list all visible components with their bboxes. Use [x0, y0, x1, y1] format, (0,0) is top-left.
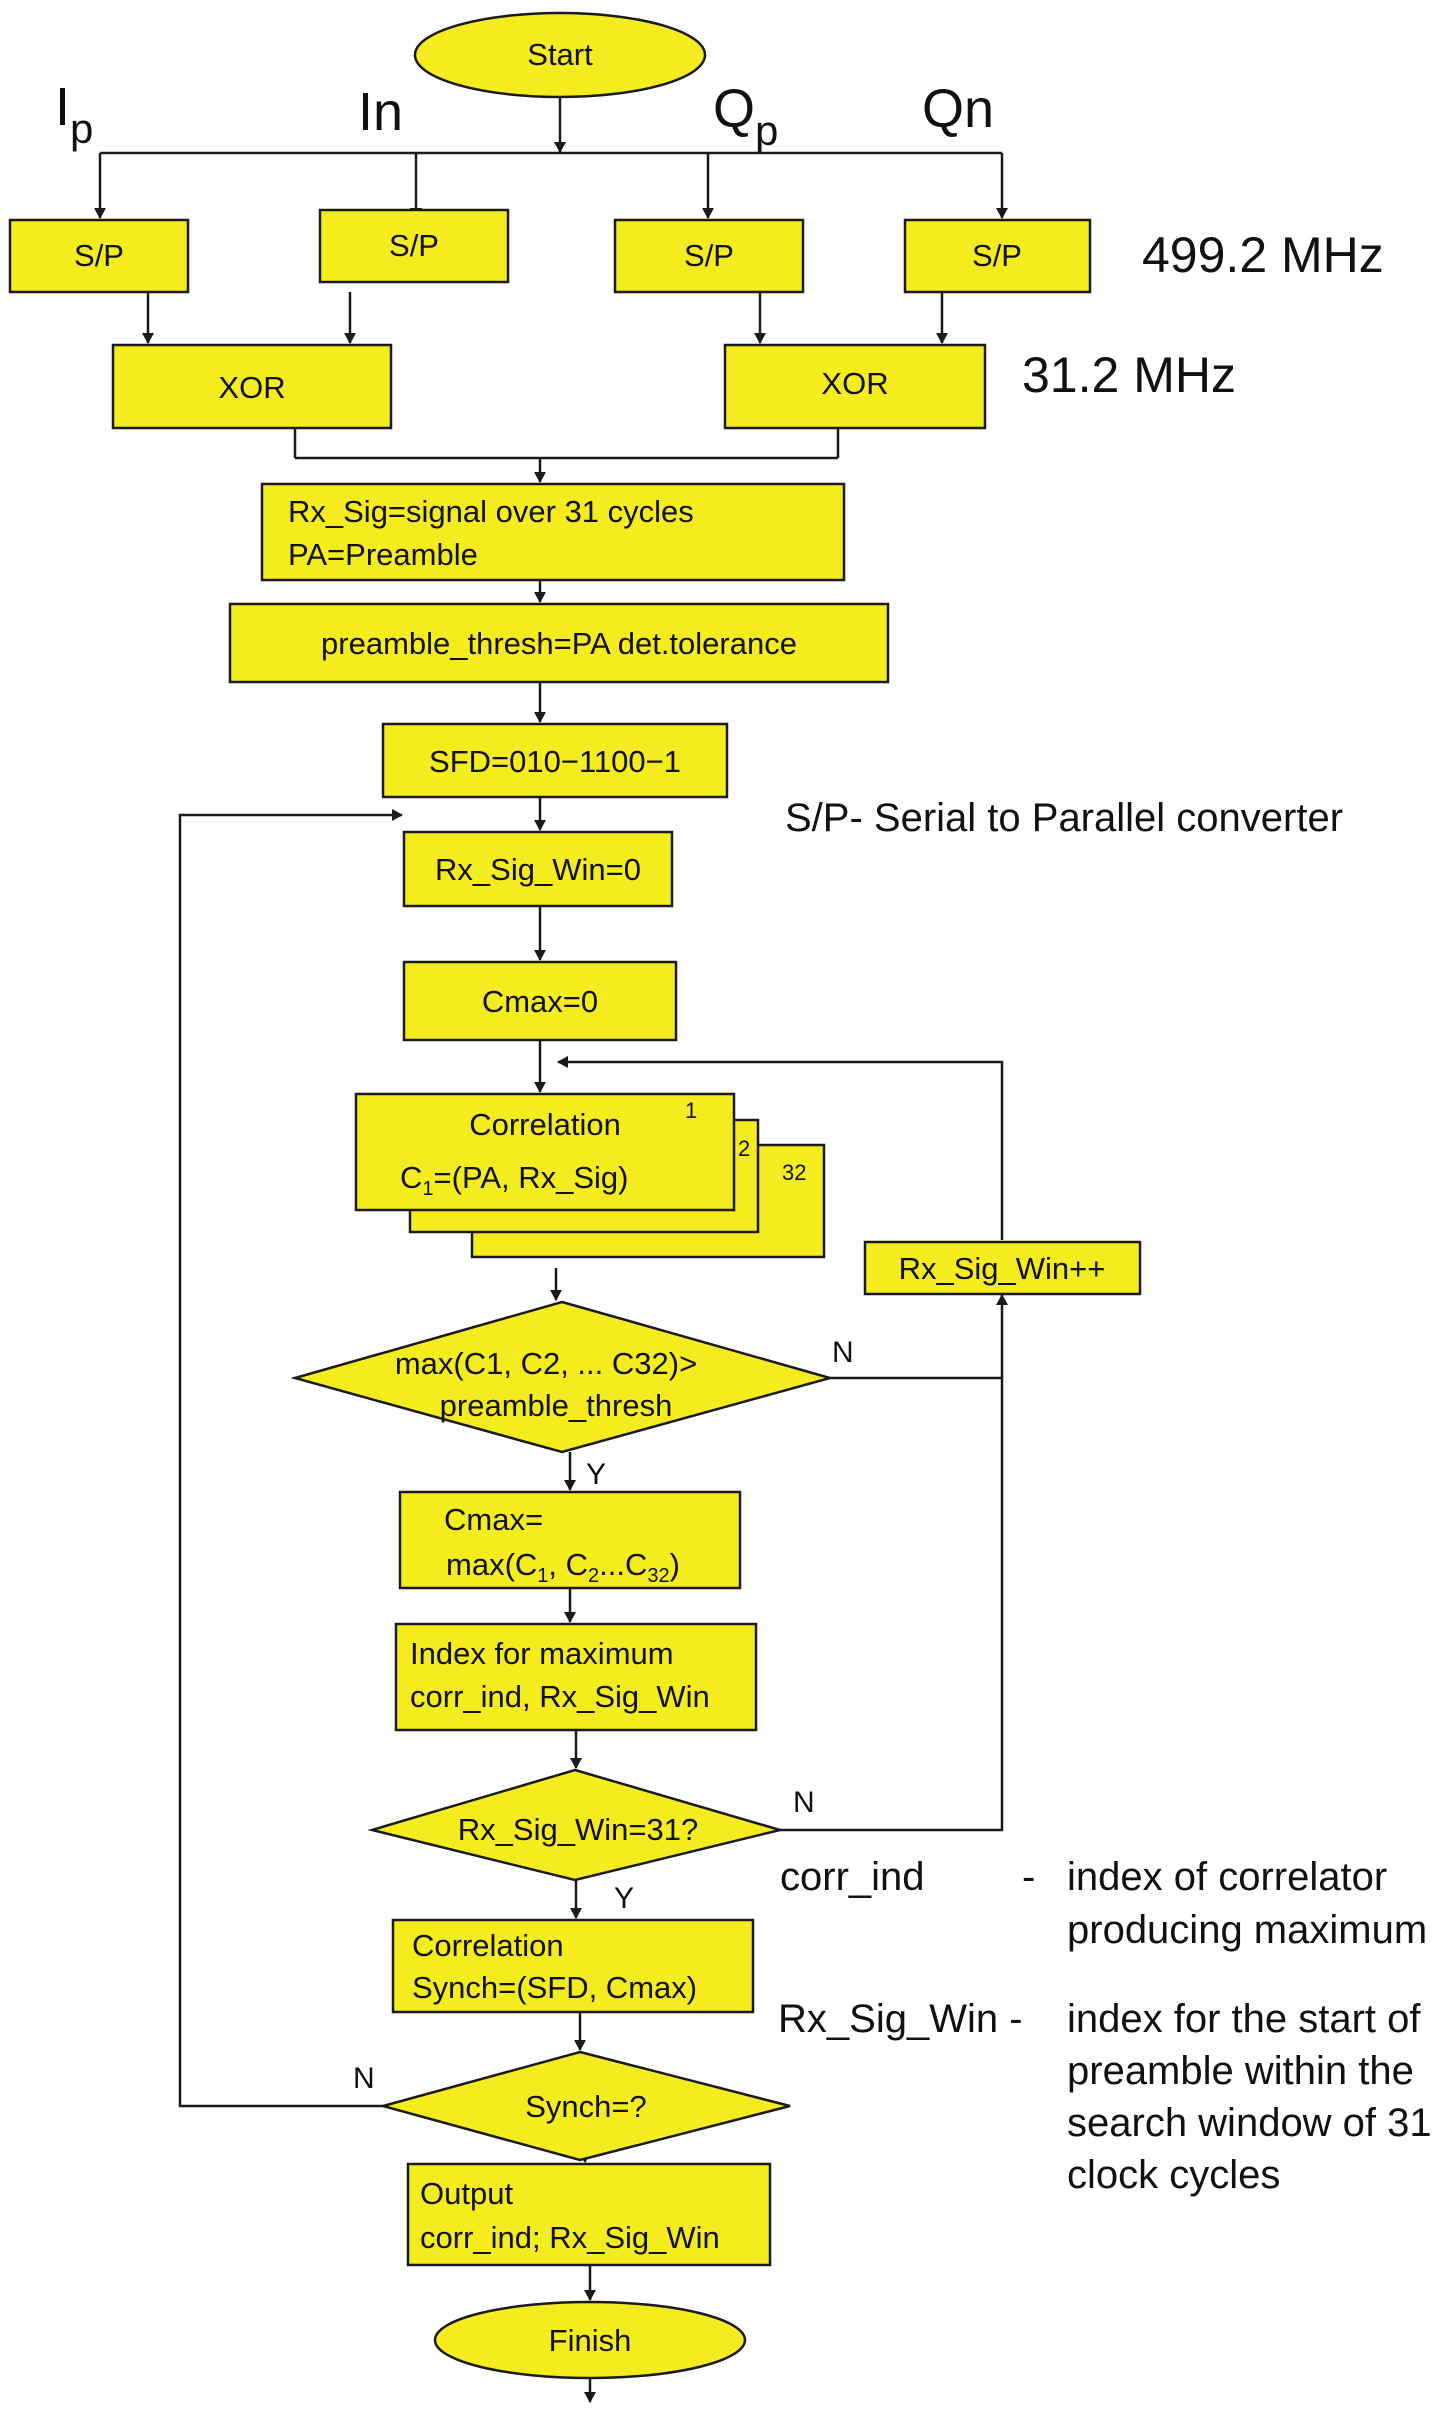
ip-label: Ip — [55, 77, 93, 152]
synch-corr-line2: Synch=(SFD, Cmax) — [412, 1970, 697, 2005]
synch-decision — [378, 2050, 791, 2162]
rx-sig-box — [260, 482, 846, 582]
output-box — [406, 2162, 772, 2267]
cmax-zero-label: Cmax=0 — [482, 984, 598, 1019]
sp-definition-note: S/P- Serial to Parallel converter — [785, 796, 1343, 840]
rx-sig-win-inc-label: Rx_Sig_Win++ — [899, 1251, 1106, 1286]
xor-box-right — [723, 343, 987, 430]
finish-label: Finish — [549, 2323, 632, 2358]
sfd-box — [381, 722, 729, 799]
sp-label-in: S/P — [389, 228, 439, 263]
in-label: In — [358, 82, 403, 142]
xor-box-left — [111, 343, 393, 430]
rx-sig-win-desc-line1: index for the start of — [1067, 1997, 1421, 2041]
start-label: Start — [527, 37, 593, 72]
output-line2: corr_ind; Rx_Sig_Win — [420, 2220, 720, 2255]
cmax-zero-box — [402, 960, 678, 1042]
synch-correlation-box — [391, 1918, 755, 2014]
synch-no-label: N — [353, 2062, 375, 2095]
correlation-formula: C1=(PA, Rx_Sig) — [400, 1160, 628, 1200]
sp-box-qp — [613, 218, 805, 294]
corr-ind-dash: - — [1022, 1855, 1035, 1899]
index-max-box — [394, 1622, 758, 1732]
freq-low-label: 31.2 MHz — [1022, 347, 1236, 403]
synch-corr-line1: Correlation — [412, 1928, 564, 1963]
rx-sig-win-desc-line3: search window of 31 — [1067, 2101, 1432, 2145]
cmax-assign-line1: Cmax= — [444, 1502, 543, 1537]
stack-index-1: 1 — [685, 1098, 697, 1123]
max-decision-no-label: N — [832, 1336, 854, 1369]
corr-ind-desc-line2: producing maximum — [1067, 1908, 1427, 1952]
correlation-title: Correlation — [469, 1107, 621, 1142]
sp-label-qn: S/P — [972, 238, 1022, 273]
sfd-label: SFD=010−1100−1 — [429, 744, 681, 779]
start-terminal — [413, 11, 707, 99]
win31-decision-label: Rx_Sig_Win=31? — [458, 1812, 698, 1847]
connectors — [94, 98, 1008, 2403]
stack-index-32: 32 — [782, 1160, 806, 1185]
max-decision-line2: preamble_thresh — [440, 1388, 673, 1423]
sp-label-ip: S/P — [74, 238, 124, 273]
win31-no-label: N — [793, 1786, 815, 1819]
qp-label: Qp — [713, 79, 778, 154]
rx-sig-win-zero-box — [402, 830, 674, 908]
win31-decision — [367, 1768, 785, 1882]
sp-label-qp: S/P — [684, 238, 734, 273]
sp-box-in — [318, 208, 510, 284]
rx-sig-win-desc-line4: clock cycles — [1067, 2153, 1280, 2197]
sp-box-qn — [903, 218, 1092, 294]
preamble-thresh-label: preamble_thresh=PA det.tolerance — [321, 626, 797, 661]
rx-sig-line2: PA=Preamble — [288, 537, 478, 572]
corr-ind-desc-line1: index of correlator — [1067, 1855, 1387, 1899]
rx-sig-win-term: Rx_Sig_Win - — [778, 1997, 1023, 2041]
index-max-line2: corr_ind, Rx_Sig_Win — [410, 1679, 710, 1714]
preamble-thresh-box — [228, 602, 890, 684]
freq-high-label: 499.2 MHz — [1142, 227, 1384, 283]
max-decision-line1: max(C1, C2, ... C32)> — [395, 1346, 697, 1381]
max-threshold-decision — [290, 1300, 835, 1454]
max-decision-yes-label: Y — [586, 1458, 606, 1491]
xor-label-right: XOR — [821, 366, 888, 401]
correlator-1 — [354, 1092, 736, 1212]
rx-sig-win-inc-box — [863, 1240, 1142, 1296]
index-max-line1: Index for maximum — [410, 1636, 674, 1671]
corr-ind-term: corr_ind — [780, 1855, 925, 1899]
rx-sig-line1: Rx_Sig=signal over 31 cycles — [288, 494, 694, 529]
rx-sig-win-desc-line2: preamble within the — [1067, 2049, 1414, 2093]
correlator-stack — [354, 1092, 826, 1259]
stack-index-2: 2 — [738, 1136, 750, 1161]
finish-terminal — [433, 2300, 747, 2380]
synch-decision-label: Synch=? — [525, 2089, 647, 2124]
rx-sig-win-zero-label: Rx_Sig_Win=0 — [435, 852, 641, 887]
output-line1: Output — [420, 2176, 513, 2211]
xor-label-left: XOR — [218, 370, 285, 405]
cmax-assign-line2: max(C1, C2...C32) — [446, 1547, 680, 1587]
cmax-assign-box — [398, 1490, 742, 1590]
win31-yes-label: Y — [614, 1882, 634, 1915]
sp-box-ip — [8, 218, 190, 294]
qn-label: Qn — [922, 79, 994, 139]
